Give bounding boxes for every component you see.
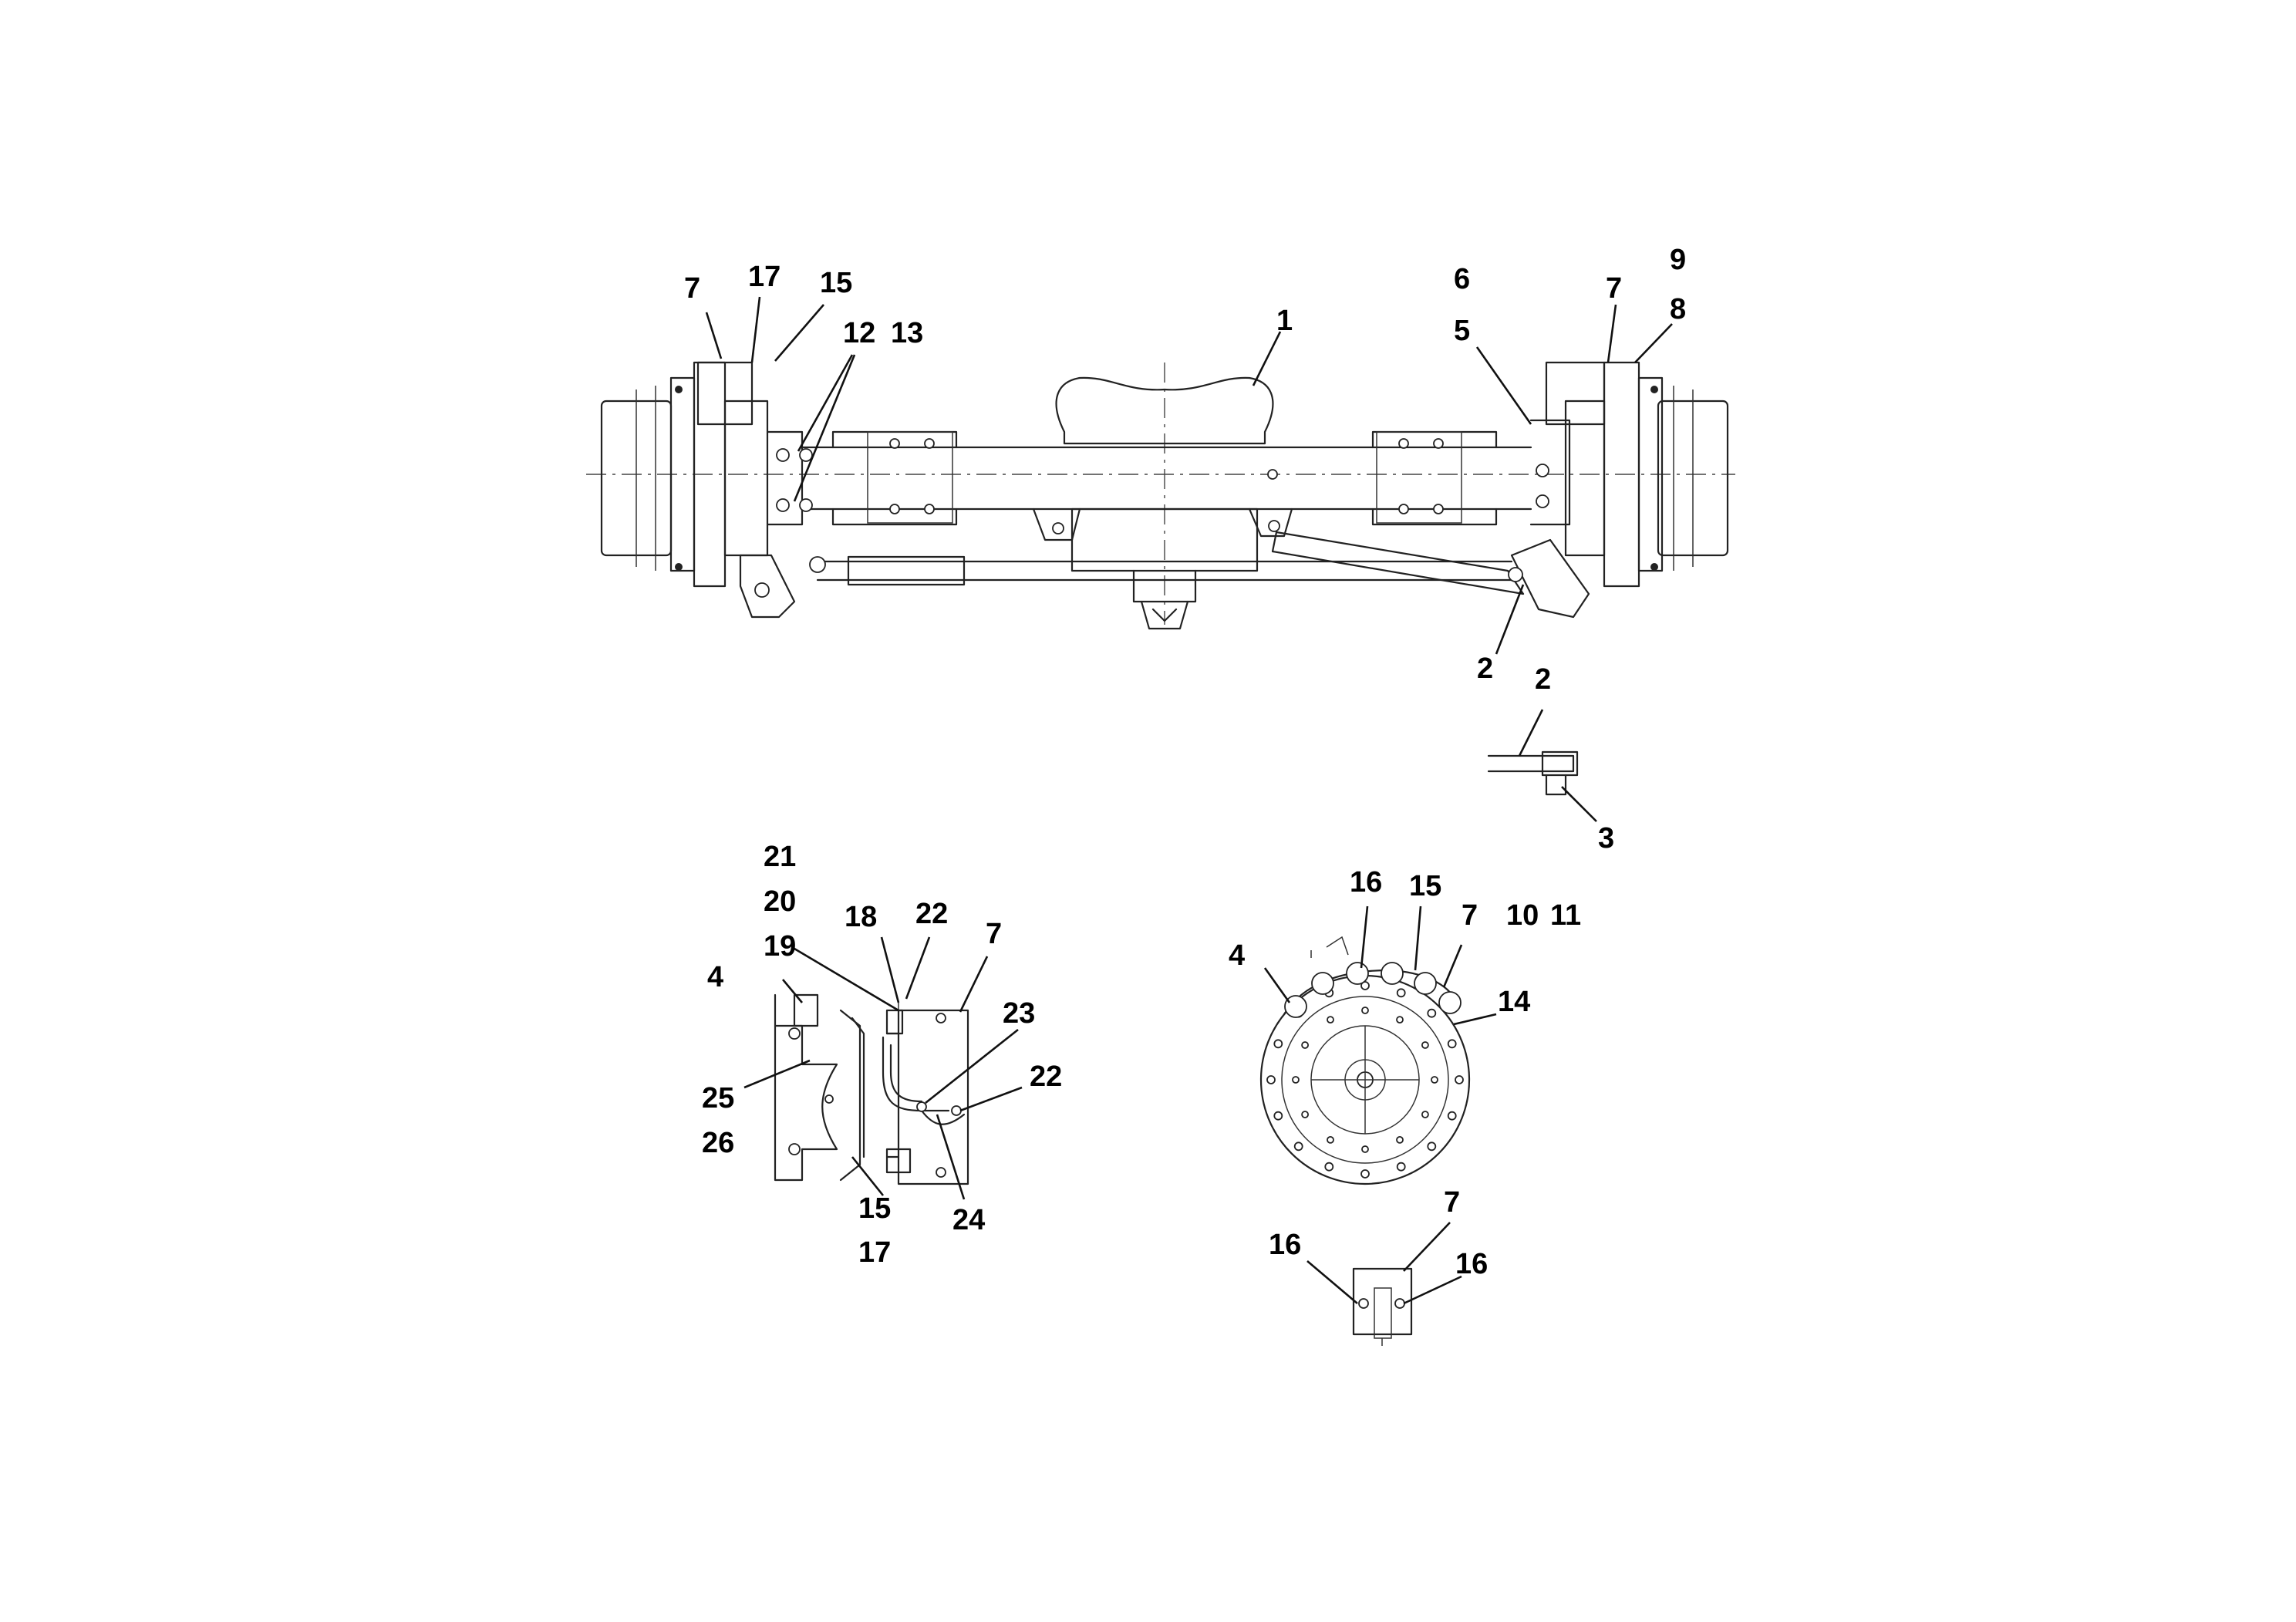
wheel-bolt-hole xyxy=(1292,1076,1300,1084)
callout-caliper-15: 15 xyxy=(858,1192,892,1225)
wheel-bolt-hole xyxy=(1327,1016,1334,1023)
callout-caliper-17: 17 xyxy=(858,1236,892,1269)
detail-wheel-end-view xyxy=(1259,905,1497,1185)
detail-plug-view xyxy=(1487,709,1597,822)
callout-main-13: 13 xyxy=(891,317,924,349)
wheel-bolt-ring xyxy=(1266,981,1464,1179)
wheel-bolt-hole xyxy=(1447,1039,1457,1049)
wheel-bolt-hole xyxy=(1396,1136,1404,1144)
wheel-bolt-hole xyxy=(1324,1162,1334,1172)
callout-caliper-24: 24 xyxy=(952,1204,986,1236)
callout-plug-2: 2 xyxy=(1535,663,1552,696)
wheel-bolt-hole xyxy=(1273,1111,1283,1121)
callout-wheel-16: 16 xyxy=(1350,866,1383,899)
wheel-bolt-hole xyxy=(1427,1008,1437,1018)
callout-main-5: 5 xyxy=(1454,315,1471,347)
callout-main-8: 8 xyxy=(1670,293,1687,325)
callout-wheel-14: 14 xyxy=(1498,986,1531,1018)
callout-main-9: 9 xyxy=(1670,244,1687,276)
callout-bracket-16-right: 16 xyxy=(1455,1248,1489,1280)
detail-bracket-view xyxy=(1306,1222,1462,1346)
callout-caliper-19: 19 xyxy=(764,930,797,963)
callout-caliper-22-right: 22 xyxy=(1030,1061,1063,1093)
callout-caliper-26: 26 xyxy=(702,1127,735,1159)
wheel-bolt-hole xyxy=(1266,1075,1276,1084)
wheel-bolt-hole xyxy=(1273,1039,1283,1049)
callout-main-12: 12 xyxy=(843,317,876,349)
callout-wheel-10: 10 xyxy=(1506,899,1539,932)
wheel-bolt-hole xyxy=(1396,1162,1406,1172)
wheel-bolt-hole xyxy=(1431,1076,1438,1084)
callout-caliper-20: 20 xyxy=(764,885,797,918)
detail-caliper-view xyxy=(743,936,1023,1200)
main-view-leaders xyxy=(705,296,1673,655)
wheel-bolt-hole xyxy=(1447,1111,1457,1121)
wheel-bolt-hole xyxy=(1396,1016,1404,1023)
wheel-bolt-hole xyxy=(1361,1145,1369,1153)
wheel-bolt-hole xyxy=(1396,988,1406,998)
callout-caliper-23: 23 xyxy=(1003,997,1036,1030)
callout-caliper-7: 7 xyxy=(986,918,1003,950)
wheel-bolt-hole xyxy=(1301,1041,1309,1049)
callout-bracket-7: 7 xyxy=(1444,1186,1461,1219)
callout-main-6: 6 xyxy=(1454,263,1471,295)
wheel-bolt-hole xyxy=(1360,1169,1370,1179)
callout-wheel-4: 4 xyxy=(1229,939,1246,972)
wheel-bolt-hole xyxy=(1427,1141,1437,1152)
callout-main-15: 15 xyxy=(820,267,853,299)
wheel-bolt-hole xyxy=(1327,1136,1334,1144)
callout-main-7-right: 7 xyxy=(1606,272,1623,305)
main-axle-view xyxy=(586,361,1735,630)
callout-wheel-11: 11 xyxy=(1550,899,1582,932)
callout-plug-3: 3 xyxy=(1598,822,1615,855)
wheel-bolt-hole xyxy=(1421,1041,1429,1049)
wheel-bolt-hole xyxy=(1301,1111,1309,1118)
callout-main-1: 1 xyxy=(1276,305,1293,337)
wheel-bolt-hole xyxy=(1455,1075,1464,1084)
wheel-bolt-hole xyxy=(1421,1111,1429,1118)
callout-caliper-21: 21 xyxy=(764,841,797,873)
wheel-bolt-hole xyxy=(1361,1007,1369,1014)
callout-caliper-22-top: 22 xyxy=(915,898,949,930)
wheel-bolt-hole xyxy=(1293,1141,1303,1152)
callout-main-2: 2 xyxy=(1477,653,1494,685)
callout-wheel-15: 15 xyxy=(1409,870,1442,902)
callout-main-17: 17 xyxy=(748,261,781,293)
callout-caliper-25: 25 xyxy=(702,1082,735,1114)
callout-caliper-4: 4 xyxy=(707,961,724,993)
callout-main-7-left: 7 xyxy=(684,272,701,305)
callout-caliper-18: 18 xyxy=(845,901,878,933)
callout-bracket-16-left: 16 xyxy=(1269,1229,1302,1261)
callout-wheel-7: 7 xyxy=(1462,899,1478,932)
